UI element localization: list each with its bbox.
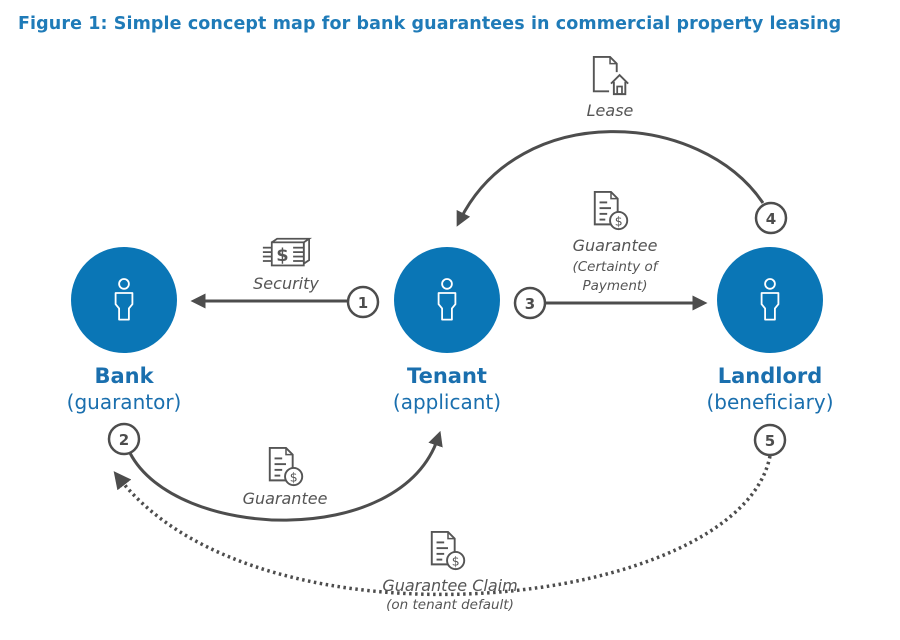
document-house-icon: [592, 55, 630, 96]
money-stack-icon: [261, 237, 311, 267]
arrow-4: [456, 130, 765, 227]
step-badge-1: [346, 285, 380, 319]
bank-name: Bank: [94, 364, 154, 388]
bank-circle: [71, 247, 177, 353]
flow-2-guarantee: 2: [107, 422, 443, 522]
document-dollar-icon: [593, 190, 629, 231]
document-dollar-icon: [430, 530, 466, 571]
landlord-circle: [717, 247, 823, 353]
tenant-name: Tenant: [407, 364, 487, 388]
step-number-5: 5: [765, 432, 775, 450]
document-dollar-icon: [268, 446, 304, 487]
landlord-name: Landlord: [717, 364, 823, 388]
flow-5-label: Guarantee Claim: [382, 576, 518, 595]
step-number-3: 3: [525, 295, 535, 313]
step-number-1: 1: [358, 294, 368, 312]
step-number-4: 4: [766, 210, 776, 228]
step-badge-4: [754, 201, 788, 235]
flow-2-label: Guarantee: [242, 489, 328, 508]
bank-role: (guarantor): [66, 390, 182, 414]
arrow-5: [113, 455, 772, 597]
node-landlord: [717, 247, 823, 353]
node-bank: [71, 247, 177, 353]
landlord-role: (beneficiary): [706, 390, 834, 414]
step-badge-5: [753, 423, 787, 457]
step-badge-2: [107, 422, 141, 456]
tenant-circle: [394, 247, 500, 353]
step-badge-3: [513, 286, 547, 320]
flow-5-sublabel: (on tenant default): [386, 597, 514, 613]
flow-3-sublabel-line2: Payment): [582, 278, 648, 294]
flow-5-guarantee-claim: 5: [113, 423, 787, 597]
flow-4-lease: 4: [456, 55, 788, 235]
node-tenant: [394, 247, 500, 353]
flow-1-security: 1: [190, 237, 380, 319]
flow-1-label: Security: [253, 274, 319, 293]
figure-title: Figure 1: Simple concept map for bank gu…: [18, 14, 842, 34]
step-number-2: 2: [119, 431, 129, 449]
flow-3-label: Guarantee: [572, 236, 658, 255]
flow-3-guarantee: 3: [513, 190, 708, 320]
tenant-role: (applicant): [392, 390, 502, 414]
flow-3-sublabel-line1: (Certainty of: [572, 259, 658, 275]
flow-4-label: Lease: [586, 101, 634, 120]
arrow-2: [128, 430, 443, 522]
